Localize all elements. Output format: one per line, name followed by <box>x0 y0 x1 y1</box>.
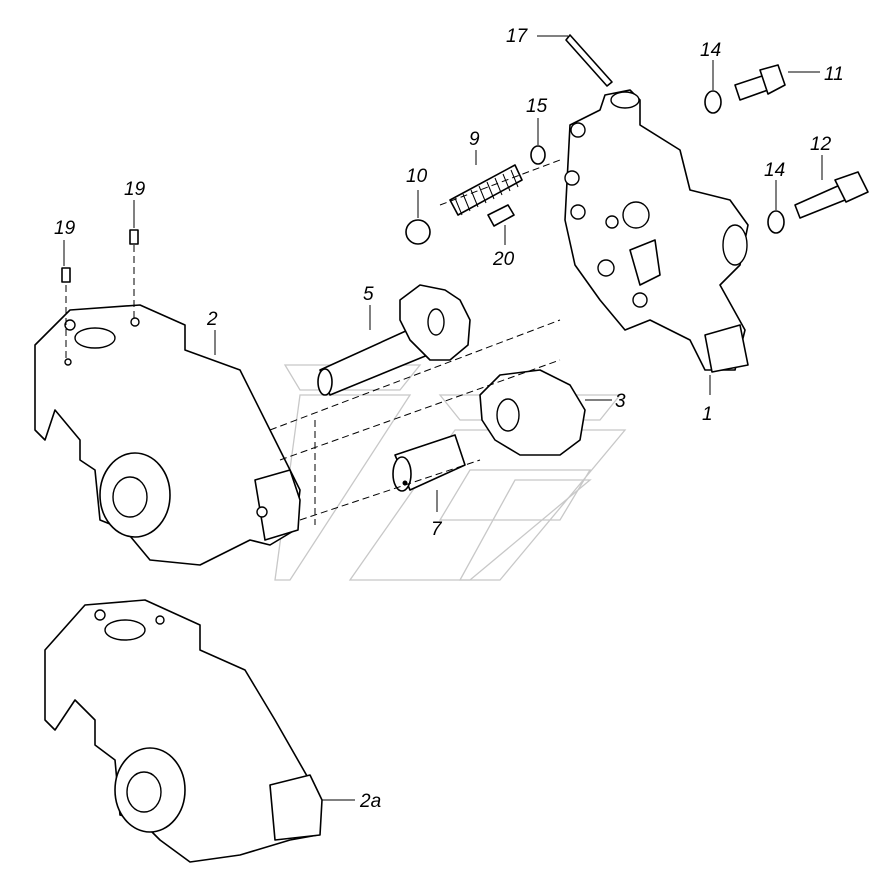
part-7-axle <box>392 434 466 492</box>
part-15-washer <box>530 145 546 165</box>
assembly-lines <box>65 159 561 525</box>
callout-15: 15 <box>526 96 548 117</box>
callout-19: 19 <box>54 218 76 239</box>
leader-lines <box>63 35 823 801</box>
callout-14: 14 <box>764 160 785 181</box>
callout-2: 2 <box>206 309 218 330</box>
callout-11: 11 <box>824 64 844 85</box>
callout-20: 20 <box>492 249 515 270</box>
part-3-driven-gear <box>479 369 586 456</box>
callout-10: 10 <box>406 166 428 187</box>
callout-labels: 17 14 11 15 9 12 10 14 19 19 20 5 2 3 1 … <box>54 26 844 812</box>
callout-1: 1 <box>702 404 713 425</box>
part-10-ball <box>405 219 431 245</box>
callout-12: 12 <box>810 134 832 155</box>
callout-14: 14 <box>700 40 721 61</box>
part-14-washer <box>704 90 722 114</box>
callout-5: 5 <box>363 284 374 305</box>
callout-3: 3 <box>615 391 626 412</box>
part-17-cotter-pin <box>565 34 613 87</box>
part-2-pump-housing <box>34 304 301 566</box>
part-1-pump-cover <box>564 89 749 373</box>
part-19-pin <box>61 267 71 283</box>
part-14-washer <box>767 210 785 234</box>
part-20-plunger <box>487 204 515 227</box>
part-5-drive-gear <box>317 284 471 396</box>
part-9-spring <box>449 164 523 216</box>
callout-7: 7 <box>431 519 443 540</box>
callout-9: 9 <box>469 129 480 150</box>
callout-2a: 2a <box>359 791 381 812</box>
callout-19: 19 <box>124 179 146 200</box>
part-2a-pump-housing <box>44 599 323 863</box>
callout-17: 17 <box>506 26 529 47</box>
part-19-pin <box>129 229 139 245</box>
part-11-bolt <box>734 64 786 101</box>
part-12-bolt <box>794 171 869 219</box>
